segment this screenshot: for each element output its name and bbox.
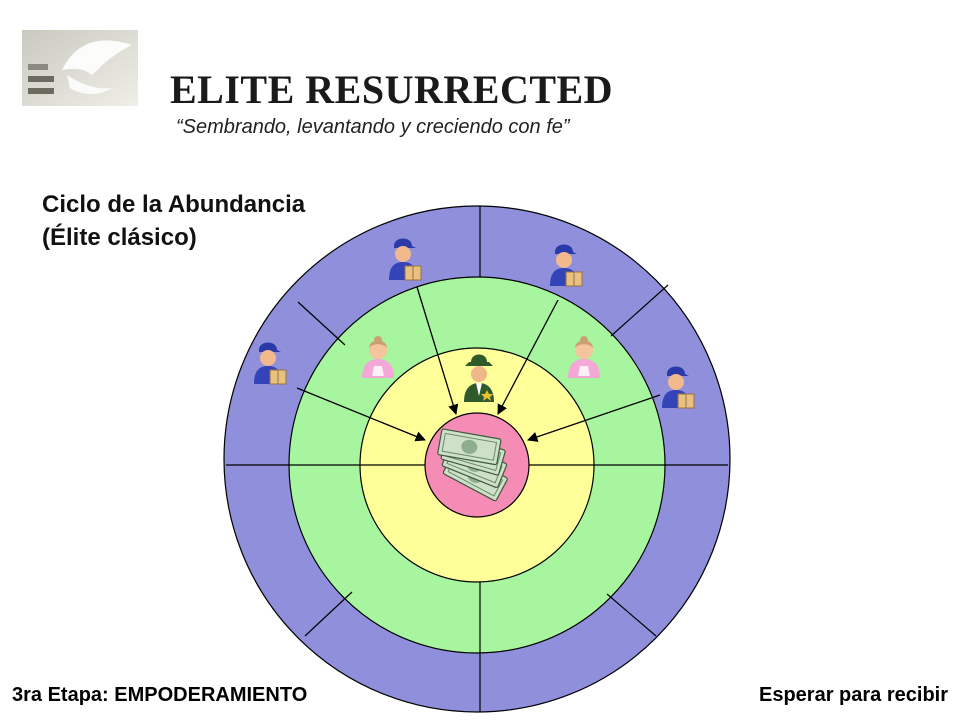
footer-note: Esperar para recibir (759, 684, 948, 706)
logo (22, 30, 138, 106)
flow-arrows (296, 286, 661, 442)
tagline: “Sembrando, levantando y creciendo con f… (176, 116, 570, 138)
footer-stage: 3ra Etapa: EMPODERAMIENTO (12, 684, 308, 706)
diagram-title: Ciclo de la Abundancia (Élite clásico) (42, 188, 305, 254)
brand-title: ELITE RESURRECTED (170, 67, 614, 112)
outer-dividers (226, 206, 728, 712)
diagram-title-line1: Ciclo de la Abundancia (42, 191, 306, 218)
diagram-title-line2: (Élite clásico) (42, 224, 197, 251)
second-dividers (288, 464, 665, 653)
